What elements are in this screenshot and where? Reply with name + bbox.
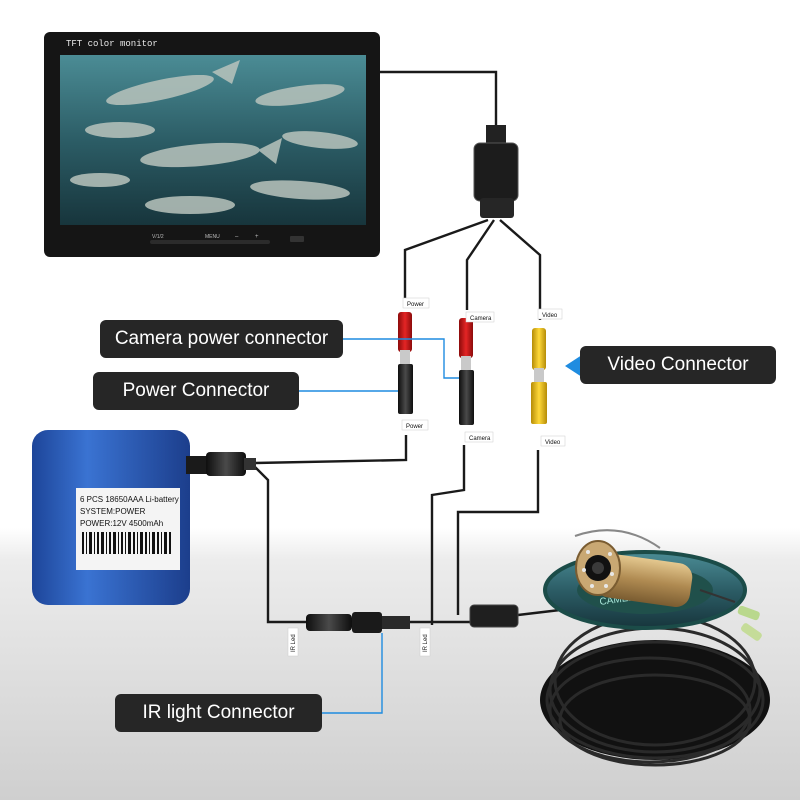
callout-text: Power Connector [122,380,270,401]
callout-text: IR light Connector [142,702,295,723]
li-battery-pack: 6 PCS 18650AAA Li-battery SYSTEM:POWER P… [32,430,190,605]
tft-monitor: TFT color monitor V/1/2 MENU – + [44,32,380,257]
cable-splitter [473,125,519,218]
cable-junction [469,604,519,628]
barcode-icon [82,532,171,554]
tag-camera: Camera [470,316,492,322]
monitor-button-label: – [235,234,239,240]
tag-power: Power [407,302,424,308]
tag-camera-lower: Camera [469,436,491,442]
ir-light-connector [306,612,410,633]
battery-dc-connector [186,452,256,476]
monitor-button-label: MENU [205,234,220,240]
pointer-lines [299,338,459,714]
fish-school [70,60,358,214]
callout-power-connector: Power Connector [93,372,299,410]
video-connector-plug [531,328,547,424]
battery-label [76,488,180,570]
tag-power-lower: Power [406,424,423,430]
callout-text: Video Connector [607,354,749,375]
tag-video-lower: Video [545,440,561,446]
tag-ir-led-left: IR Led [291,634,297,652]
camera-power-connector-plug [459,318,474,425]
tag-video: Video [542,313,558,319]
wires [254,70,561,625]
callout-ir-light-connector: IR light Connector [115,694,322,732]
power-connector-plug [398,312,413,414]
button-strip[interactable] [150,240,270,244]
battery-line-1: 6 PCS 18650AAA Li-battery [80,495,179,504]
wire-tags: Power Camera Video Power Camera Video IR… [287,297,566,657]
monitor-buttons[interactable]: V/1/2 MENU – + [150,234,304,244]
pointer-camera-power [343,338,459,379]
port-icon [290,236,304,242]
underwater-camera [574,529,693,607]
pointer-ir [322,633,383,714]
callout-camera-power-connector: Camera power connector [100,320,343,358]
battery-line-2: SYSTEM:POWER [80,507,146,516]
monitor-button-label: V/1/2 [152,234,164,240]
monitor-brand-text: TFT color monitor [66,39,158,49]
callout-text: Camera power connector [114,328,329,349]
tag-ir-led-right: IR Led [423,634,429,652]
callout-video-connector: Video Connector [580,346,776,384]
battery-line-3: POWER:12V 4500mAh [80,519,163,528]
monitor-button-label: + [255,234,259,240]
